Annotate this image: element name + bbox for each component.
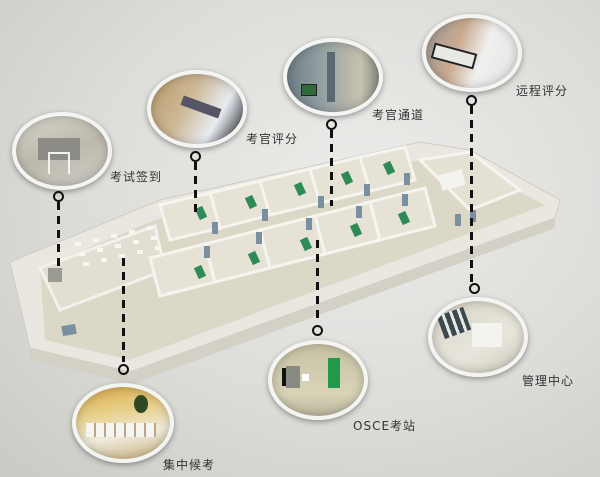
osce-station-connector xyxy=(316,240,319,324)
examiner-corridor-pin xyxy=(326,119,337,130)
remote-scoring-connector xyxy=(470,106,473,286)
examiner-corridor-callout-image xyxy=(283,38,383,116)
examiner-corridor-connector xyxy=(330,130,333,206)
examiner-scoring-pin xyxy=(190,151,201,162)
remote-scoring-callout-image xyxy=(422,14,522,92)
sign-in-connector xyxy=(57,202,60,268)
osce-station-pin xyxy=(312,325,323,336)
remote-scoring-label: 远程评分 xyxy=(516,84,569,98)
exam-beds xyxy=(193,160,411,280)
upper-room-row xyxy=(158,145,417,242)
waiting-chairs xyxy=(75,226,161,266)
waiting-area-label: 集中候考 xyxy=(163,458,216,472)
osce-station-label: OSCE考站 xyxy=(353,419,417,433)
sign-in-pin xyxy=(53,191,64,202)
sign-in-callout-image xyxy=(12,112,112,190)
examiner-scoring-connector xyxy=(194,162,197,214)
examiner-scoring-callout-image xyxy=(147,70,247,148)
sign-in-desk xyxy=(48,268,62,282)
examiner-corridor-label: 考官通道 xyxy=(372,108,425,122)
management-center-callout-image xyxy=(428,297,528,377)
osce-station-callout-image xyxy=(268,340,368,420)
examiner-scoring-label: 考官评分 xyxy=(246,132,299,146)
management-center-pin xyxy=(469,283,480,294)
waiting-area-callout-image xyxy=(72,383,174,463)
management-center-label: 管理中心 xyxy=(522,374,575,388)
sign-in-label: 考试签到 xyxy=(110,170,163,184)
waiting-area-connector xyxy=(122,258,125,362)
room-doors xyxy=(61,173,476,337)
waiting-area-pin xyxy=(118,364,129,375)
remote-scoring-pin xyxy=(466,95,477,106)
